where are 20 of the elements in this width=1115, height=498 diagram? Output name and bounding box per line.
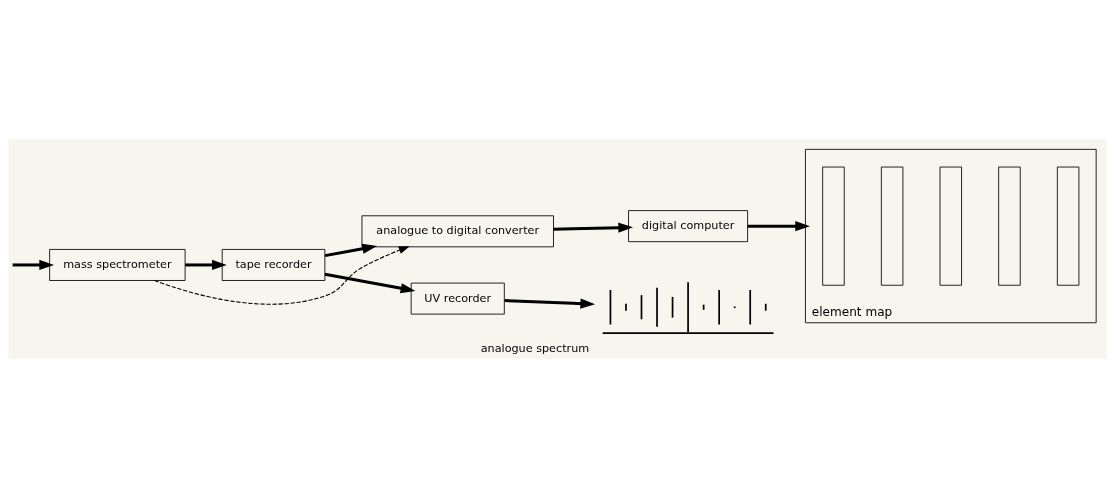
node-box: mass spectrometer bbox=[49, 249, 186, 281]
node-bar bbox=[1056, 166, 1080, 286]
arrow bbox=[553, 222, 634, 233]
arrow bbox=[504, 298, 596, 309]
node-bar bbox=[998, 166, 1021, 286]
cluster: element map bbox=[805, 148, 1097, 324]
node-box: UV recorder bbox=[410, 282, 505, 315]
node-bar bbox=[822, 166, 845, 286]
node-bar bbox=[880, 166, 904, 286]
arrow bbox=[747, 221, 810, 232]
node-bar bbox=[939, 166, 962, 286]
arrow bbox=[154, 246, 410, 305]
arrow bbox=[324, 272, 416, 294]
node-box: tape recorder bbox=[221, 249, 326, 281]
node-label: analogue spectrum bbox=[480, 342, 590, 356]
arrow bbox=[185, 259, 227, 271]
node-box: digital computer bbox=[628, 210, 749, 243]
node-box: analogue to digital converter bbox=[361, 215, 554, 248]
arrow bbox=[324, 243, 378, 258]
arrow bbox=[12, 259, 55, 271]
